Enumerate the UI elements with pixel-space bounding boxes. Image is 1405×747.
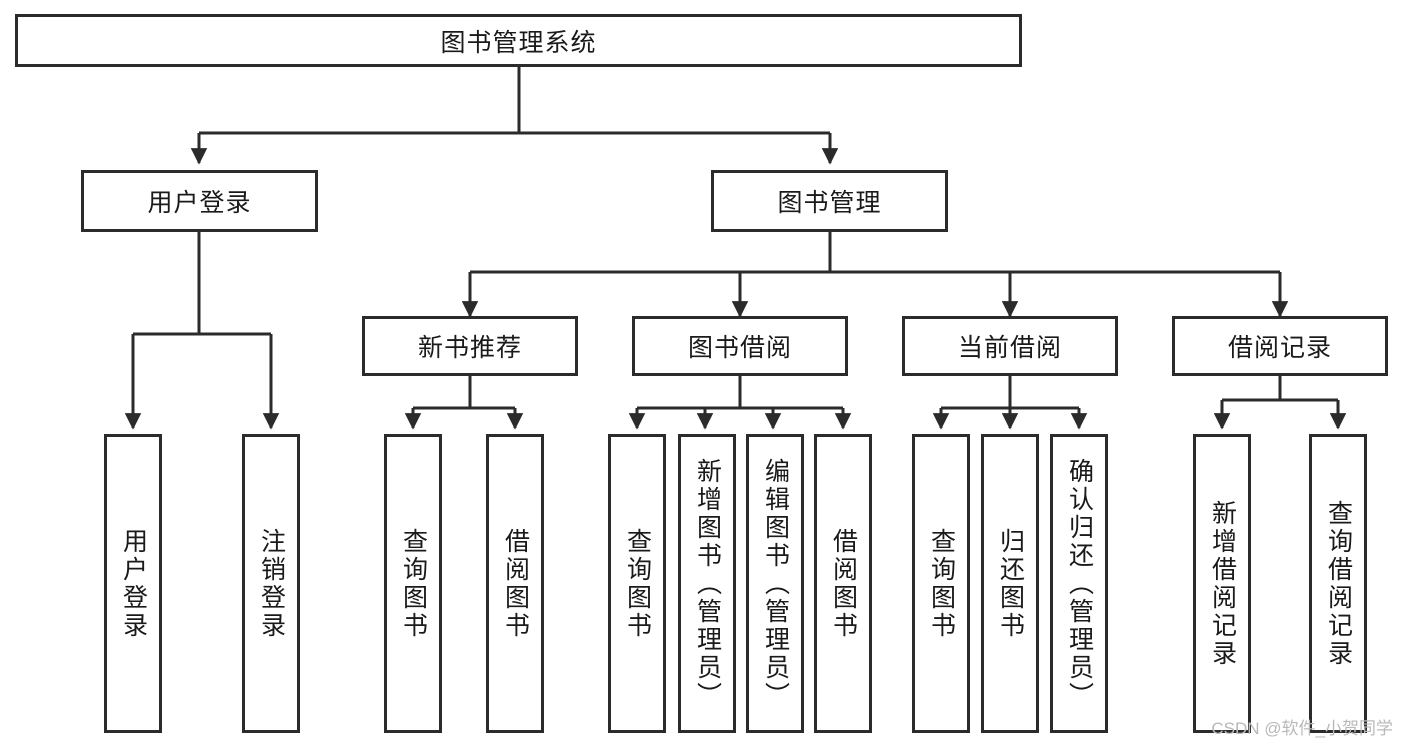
node-label: 新书推荐 bbox=[417, 334, 522, 362]
node-label: 用户登录 bbox=[147, 189, 252, 217]
leaf-current-confirm-return-admin[interactable]: 确认归还（管理员） bbox=[1050, 434, 1108, 733]
node-root-system[interactable]: 图书管理系统 bbox=[15, 14, 1022, 67]
node-book-management[interactable]: 图书管理 bbox=[711, 170, 948, 232]
node-current-borrow[interactable]: 当前借阅 bbox=[902, 316, 1118, 376]
leaf-borrow-query-book[interactable]: 查询图书 bbox=[608, 434, 666, 733]
node-label: 查询图书 bbox=[399, 527, 428, 640]
node-label: 图书借阅 bbox=[687, 334, 792, 362]
leaf-current-return-book[interactable]: 归还图书 bbox=[981, 434, 1039, 733]
node-label: 归还图书 bbox=[996, 527, 1025, 640]
node-label: 编辑图书（管理员） bbox=[761, 457, 790, 710]
node-user-login[interactable]: 用户登录 bbox=[81, 170, 318, 232]
leaf-user-login[interactable]: 用户登录 bbox=[104, 434, 162, 733]
node-borrow-record[interactable]: 借阅记录 bbox=[1172, 316, 1388, 376]
node-label: 查询借阅记录 bbox=[1324, 499, 1353, 668]
watermark: CSDN @软件_小贺同学 bbox=[1211, 719, 1393, 738]
node-label: 注销登录 bbox=[257, 527, 286, 640]
node-label: 新增借阅记录 bbox=[1208, 499, 1237, 668]
node-label: 确认归还（管理员） bbox=[1065, 457, 1094, 710]
leaf-recommend-borrow-book[interactable]: 借阅图书 bbox=[486, 434, 544, 733]
node-label: 借阅图书 bbox=[501, 527, 530, 640]
leaf-user-logout[interactable]: 注销登录 bbox=[242, 434, 300, 733]
node-label: 查询图书 bbox=[623, 527, 652, 640]
leaf-borrow-add-book-admin[interactable]: 新增图书（管理员） bbox=[678, 434, 736, 733]
node-label: 查询图书 bbox=[927, 527, 956, 640]
leaf-borrow-edit-book-admin[interactable]: 编辑图书（管理员） bbox=[746, 434, 804, 733]
node-label: 借阅图书 bbox=[829, 527, 858, 640]
node-label: 图书管理 bbox=[777, 189, 882, 217]
leaf-record-query-record[interactable]: 查询借阅记录 bbox=[1309, 434, 1367, 733]
leaf-recommend-query-book[interactable]: 查询图书 bbox=[384, 434, 442, 733]
node-new-book-recommend[interactable]: 新书推荐 bbox=[362, 316, 578, 376]
node-label: 当前借阅 bbox=[957, 334, 1062, 362]
node-book-borrow[interactable]: 图书借阅 bbox=[632, 316, 848, 376]
node-label: 用户登录 bbox=[119, 527, 148, 640]
node-label: 借阅记录 bbox=[1227, 334, 1332, 362]
leaf-record-add-record[interactable]: 新增借阅记录 bbox=[1193, 434, 1251, 733]
leaf-current-query-book[interactable]: 查询图书 bbox=[912, 434, 970, 733]
node-label: 新增图书（管理员） bbox=[693, 457, 722, 710]
node-label: 图书管理系统 bbox=[440, 28, 597, 57]
leaf-borrow-borrow-book[interactable]: 借阅图书 bbox=[814, 434, 872, 733]
